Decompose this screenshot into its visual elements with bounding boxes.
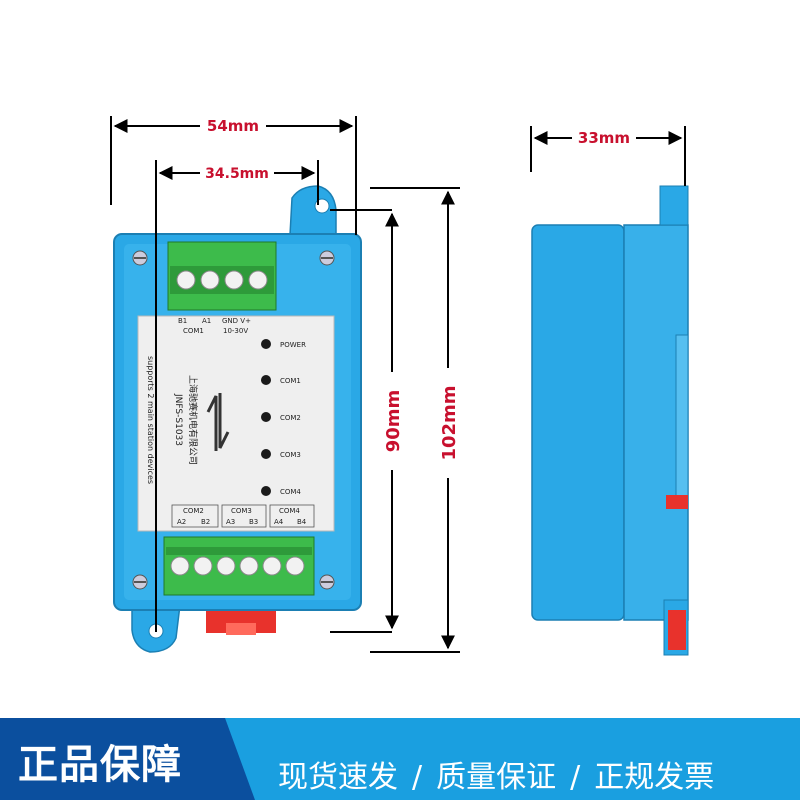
side-view (531, 185, 689, 656)
label-com3: COM3 (231, 507, 252, 515)
label-b2: B2 (201, 518, 210, 526)
led-label-com2: COM2 (280, 414, 301, 422)
slogan-separator: / (412, 760, 423, 795)
led-label-com4: COM4 (280, 488, 301, 496)
product-dimension-drawing: B1 A1 COM1 GND V+ 10-30V 上海驰赛机电有限公司 JNFS… (110, 116, 689, 656)
dimension-lines (110, 116, 686, 653)
label-b1: B1 (178, 317, 187, 325)
slogan-item-shipping: 现货速发 (278, 760, 398, 795)
vertical-desc-text: supports 2 main station devices (146, 356, 155, 484)
dim-hole-spacing: 34.5mm (205, 166, 269, 182)
label-b3: B3 (249, 518, 258, 526)
label-b4: B4 (297, 518, 307, 526)
screw-icon (132, 250, 335, 590)
badge-text: 正品保障 (18, 742, 182, 788)
vertical-company-text: 上海驰赛机电有限公司 (187, 375, 199, 465)
dim-body-height: 90mm (383, 390, 404, 453)
dim-total-height: 102mm (439, 385, 460, 460)
label-com4: COM4 (279, 507, 300, 515)
front-view: B1 A1 COM1 GND V+ 10-30V 上海驰赛机电有限公司 JNFS… (113, 185, 362, 653)
dim-depth: 33mm (578, 129, 630, 147)
label-a3: A3 (226, 518, 235, 526)
bottom-terminal-block (163, 536, 315, 596)
label-voltage: 10-30V (223, 327, 248, 335)
vertical-model-text: JNFS-S1033 (173, 393, 183, 446)
dim-total-width: 54mm (207, 117, 259, 135)
led-label-com1: COM1 (280, 377, 301, 385)
label-a1: A1 (202, 317, 211, 325)
slogan-item-quality: 质量保证 (436, 760, 557, 795)
label-com2: COM2 (183, 507, 204, 515)
label-gnd-v: GND V+ (222, 317, 251, 325)
slogan: 现货速发 / 质量保证 / 正规发票 (278, 752, 714, 796)
led-label-power: POWER (280, 341, 306, 349)
slogan-separator: / (570, 760, 581, 795)
label-a2: A2 (177, 518, 186, 526)
indicator-leds (261, 339, 271, 496)
slogan-item-invoice: 正规发票 (594, 760, 715, 795)
label-com1-top: COM1 (183, 327, 204, 335)
top-terminal-block (167, 241, 277, 311)
led-label-com3: COM3 (280, 451, 301, 459)
genuine-badge (0, 718, 255, 800)
label-a4: A4 (274, 518, 284, 526)
